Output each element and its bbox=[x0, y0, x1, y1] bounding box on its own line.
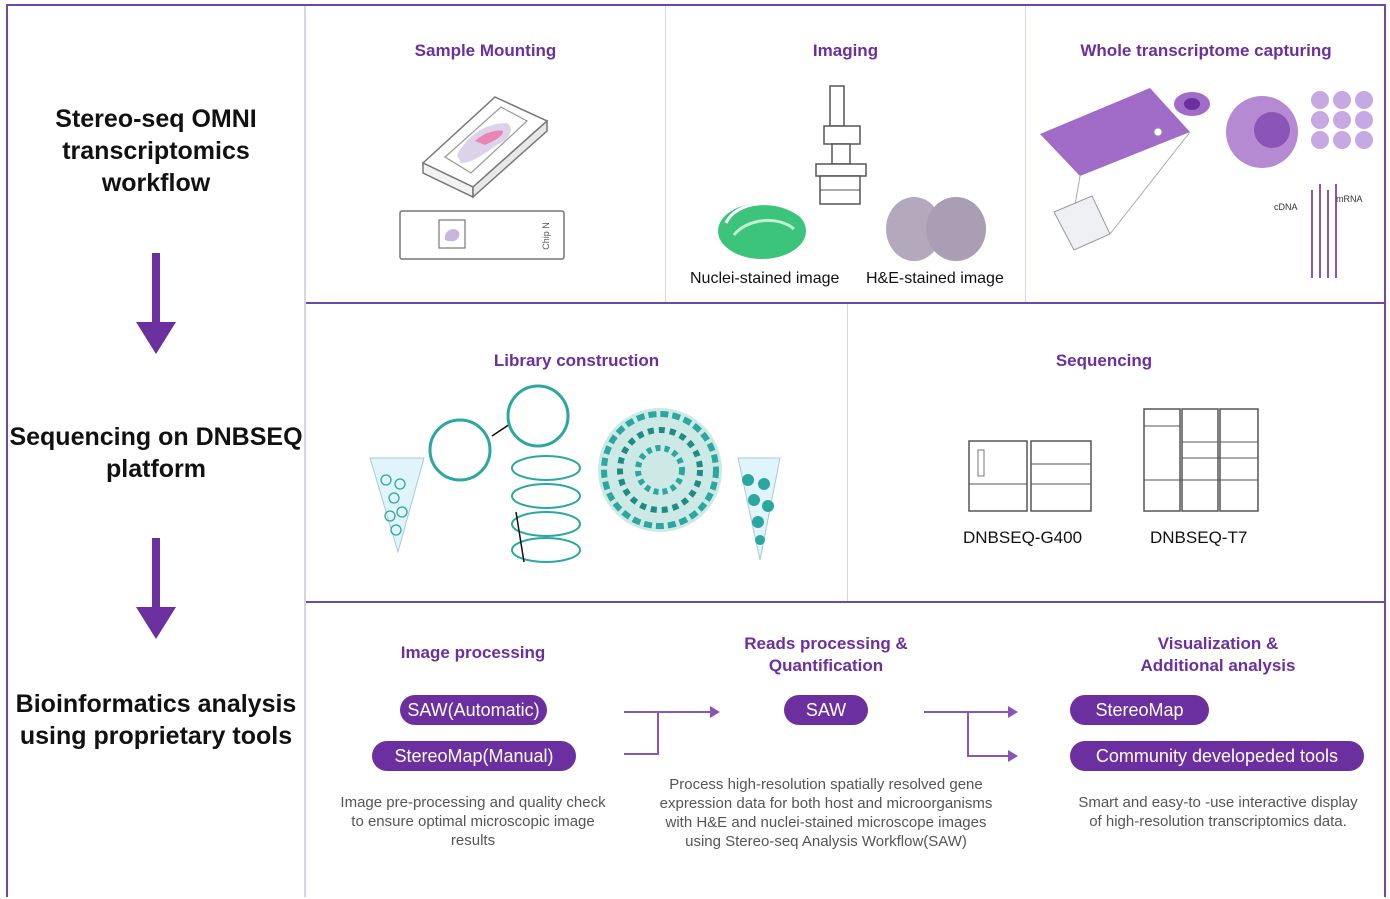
community-tools-button[interactable]: Community developeded tools bbox=[1070, 741, 1364, 771]
cdna-label: cDNA bbox=[1274, 202, 1298, 212]
saw-automatic-button[interactable]: SAW(Automatic) bbox=[400, 695, 547, 725]
nuclei-stained-label: Nuclei-stained image bbox=[690, 270, 840, 287]
he-stained-tissue bbox=[886, 197, 986, 261]
connector-arrow-1 bbox=[624, 706, 720, 755]
nuclei-stained-tissue bbox=[718, 202, 806, 259]
column-divider bbox=[304, 6, 306, 897]
dnbseq-t7-label: DNBSEQ-T7 bbox=[1150, 528, 1248, 547]
step-label-bioinformatics: Bioinformatics analysis using proprietar… bbox=[15, 690, 297, 750]
chip-illustration: Chip N bbox=[399, 210, 565, 260]
reads-processing-title-1: Reads processing & bbox=[744, 634, 908, 653]
image-processing-description: Image pre-processing and quality check t… bbox=[340, 794, 606, 849]
mrna-label: mRNA bbox=[1336, 194, 1363, 204]
top-divider-1 bbox=[665, 6, 666, 302]
slide-stage-illustration bbox=[421, 96, 549, 199]
stereomap-manual-button[interactable]: StereoMap(Manual) bbox=[372, 741, 576, 771]
dnbseq-t7-icon bbox=[1143, 408, 1259, 512]
sequencing-title: Sequencing bbox=[1055, 351, 1153, 370]
reads-processing-title-2: Quantification bbox=[768, 656, 884, 675]
reads-processing-description: Process high-resolution spatially resolv… bbox=[659, 776, 993, 850]
top-divider-2 bbox=[1025, 6, 1026, 302]
image-processing-title: Image processing bbox=[400, 643, 546, 662]
visualization-description: Smart and easy-to -use interactive displ… bbox=[1078, 794, 1358, 830]
he-stained-label: H&E-stained image bbox=[866, 270, 1004, 287]
stereomap-button[interactable]: StereoMap bbox=[1070, 695, 1209, 725]
capture-chip-illustration: cDNA mRNA bbox=[1040, 88, 1373, 278]
down-arrow-1 bbox=[136, 253, 176, 354]
step-label-stereo-seq: Stereo-seq OMNI transcriptomics workflow bbox=[55, 105, 257, 197]
microscope-icon bbox=[815, 85, 867, 205]
whole-transcriptome-title: Whole transcriptome capturing bbox=[1080, 41, 1332, 60]
saw-button[interactable]: SAW bbox=[784, 695, 868, 725]
step-label-sequencing: Sequencing on DNBSEQ platform bbox=[9, 423, 303, 483]
dnbseq-g400-label: DNBSEQ-G400 bbox=[963, 528, 1083, 547]
down-arrow-2 bbox=[136, 538, 176, 639]
library-construction-title: Library construction bbox=[493, 351, 660, 370]
library-construction-illustration bbox=[369, 384, 781, 563]
middle-divider bbox=[847, 304, 848, 602]
sample-mounting-title: Sample Mounting bbox=[414, 41, 557, 60]
dnbseq-g400-icon bbox=[968, 440, 1092, 512]
connector-arrow-2 bbox=[924, 706, 1018, 762]
imaging-title: Imaging bbox=[812, 41, 879, 60]
row-separator-2 bbox=[306, 601, 1386, 603]
row-separator-1 bbox=[306, 302, 1386, 304]
chip-label: Chip N bbox=[541, 222, 551, 250]
workflow-frame bbox=[6, 4, 1386, 897]
visualization-title-2: Additional analysis bbox=[1140, 656, 1296, 675]
visualization-title-1: Visualization & bbox=[1157, 634, 1279, 653]
